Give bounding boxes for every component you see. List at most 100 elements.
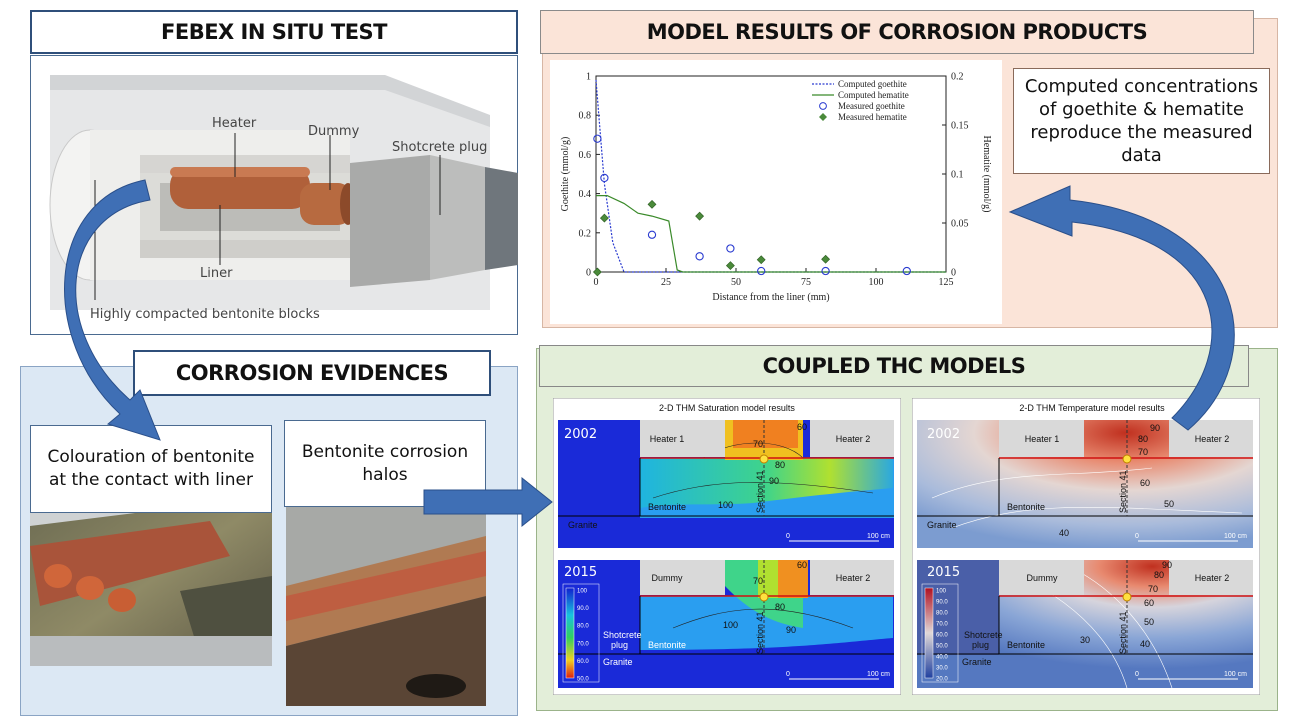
temp-heater2: Heater 2 <box>1195 434 1230 444</box>
temp-b-contour-30: 30 <box>1080 635 1090 645</box>
legend-swatch <box>819 113 827 121</box>
febex-title: FEBEX IN SITU TEST <box>30 10 518 54</box>
saturation-2002: 2002 Heater 1 Heater 2 Bentonite Granite… <box>558 420 894 548</box>
temp-section-top: Section 41 <box>1118 470 1128 513</box>
sat-b-contour-70: 70 <box>753 576 763 586</box>
temp-b-contour-40: 40 <box>1140 639 1150 649</box>
liner-photo <box>30 496 272 666</box>
sat-dummy: Dummy <box>652 573 683 583</box>
sat-plug: plug <box>611 640 628 650</box>
legend-label: Measured hematite <box>838 112 907 122</box>
sat-b-contour-100: 100 <box>723 620 738 630</box>
y-axis-label: Goethite (mmol/g) <box>560 137 571 212</box>
legend-value: 100 <box>936 589 947 595</box>
temp-contour-70: 70 <box>1138 447 1148 457</box>
temp-granite-bottom: Granite <box>962 657 992 667</box>
shotcrete-plug <box>350 155 430 287</box>
sat-shotcrete: Shotcrete <box>603 630 642 640</box>
temp-contour-40: 40 <box>1059 528 1069 538</box>
measured-hematite-point <box>599 213 609 223</box>
legend-value: 30.0 <box>936 666 948 672</box>
sat-year-2002: 2002 <box>564 427 597 442</box>
dummy <box>300 183 352 225</box>
legend-label: Computed goethite <box>838 79 907 89</box>
temp-b-contour-80: 80 <box>1154 570 1164 580</box>
temp-plug: plug <box>972 640 989 650</box>
y2-tick-label: 0 <box>951 268 956 279</box>
legend-value: 70.0 <box>577 641 589 647</box>
measured-goethite-point <box>726 244 735 253</box>
legend-value: 50.0 <box>936 644 948 650</box>
model-results-note: Computed concentrations of goethite & he… <box>1013 68 1270 174</box>
legend-label: Measured goethite <box>838 101 905 111</box>
temp-scale-len-top: 100 cm <box>1224 533 1247 540</box>
measured-goethite-point <box>821 266 830 276</box>
sat-heater1: Heater 1 <box>650 434 685 444</box>
sat-scale-0-bottom: 0 <box>786 671 790 678</box>
measured-goethite-point <box>593 134 602 143</box>
temp-contour-80: 80 <box>1138 434 1148 444</box>
sat-contour-70: 70 <box>753 439 763 449</box>
temp-scale-len-bottom: 100 cm <box>1224 671 1247 678</box>
measured-goethite-point <box>695 252 704 261</box>
x-tick-label: 75 <box>801 277 811 288</box>
temperature-title: 2-D THM Temperature model results <box>1019 403 1165 413</box>
legend-value: 80.0 <box>577 624 589 630</box>
sat-heater2: Heater 2 <box>836 434 871 444</box>
sat-year-2015: 2015 <box>564 565 597 580</box>
temp-heater2-bottom: Heater 2 <box>1195 573 1230 583</box>
temp-bentonite-bottom: Bentonite <box>1007 640 1045 650</box>
temp-b-contour-50: 50 <box>1144 617 1154 627</box>
measured-hematite-point <box>725 261 735 271</box>
y2-axis-label: Hematite (mmol/g) <box>981 136 992 213</box>
y-tick-label: 1 <box>586 72 591 83</box>
sat-bentonite-bottom: Bentonite <box>648 640 686 650</box>
saturation-model: 2-D THM Saturation model results 2002 He… <box>553 398 901 695</box>
y-tick-label: 0 <box>586 268 591 279</box>
temp-b-contour-60: 60 <box>1144 598 1154 608</box>
measured-hematite-point <box>695 211 705 221</box>
temp-granite-top: Granite <box>927 520 957 530</box>
measured-goethite-point <box>600 173 609 183</box>
shotcrete-label: Shotcrete plug <box>392 140 487 155</box>
temp-scale-0-bottom: 0 <box>1135 671 1139 678</box>
measured-hematite-point <box>647 199 657 209</box>
sat-scale-len-bottom: 100 cm <box>867 671 890 678</box>
temperature-2002: 2002 Heater 1 Heater 2 Bentonite Granite… <box>917 420 1253 548</box>
y2-tick-label: 0.15 <box>951 121 969 132</box>
febex-illustration: Heater Dummy Shotcrete plug Liner Highly… <box>49 75 518 322</box>
x-axis-label: Distance from the liner (mm) <box>712 292 829 303</box>
temp-b-contour-90: 90 <box>1162 560 1172 570</box>
y-tick-label: 0.2 <box>579 228 592 239</box>
temp-contour-50: 50 <box>1164 499 1174 509</box>
thc-title: COUPLED THC MODELS <box>539 345 1249 387</box>
x-tick-label: 50 <box>731 277 741 288</box>
x-tick-label: 0 <box>594 277 599 288</box>
sat-section-top: Section 41 <box>755 470 765 513</box>
sat-heater2-bottom: Heater 2 <box>836 573 871 583</box>
corrosion-note-right: Bentonite corrosion halos <box>284 420 486 507</box>
legend-value: 70.0 <box>936 622 948 628</box>
liner-label: Liner <box>200 266 233 281</box>
sat-granite-bottom: Granite <box>603 657 633 667</box>
series-line-1 <box>596 195 946 273</box>
temp-section-bottom: Section 41 <box>1118 611 1128 654</box>
sat-granite-top: Granite <box>568 520 598 530</box>
sat-contour-100: 100 <box>718 500 733 510</box>
sat-contour-60: 60 <box>797 422 807 432</box>
heater <box>170 167 310 209</box>
temp-bentonite-top: Bentonite <box>1007 502 1045 512</box>
dummy-label: Dummy <box>308 124 360 139</box>
saturation-title: 2-D THM Saturation model results <box>659 403 795 413</box>
halo-photo <box>286 496 486 706</box>
legend-value: 40.0 <box>936 655 948 661</box>
legend-value: 50.0 <box>577 677 589 683</box>
legend-value: 90.0 <box>577 606 589 612</box>
legend-value: 20.0 <box>936 677 948 683</box>
temp-heater1: Heater 1 <box>1025 434 1060 444</box>
x-tick-label: 100 <box>869 277 884 288</box>
